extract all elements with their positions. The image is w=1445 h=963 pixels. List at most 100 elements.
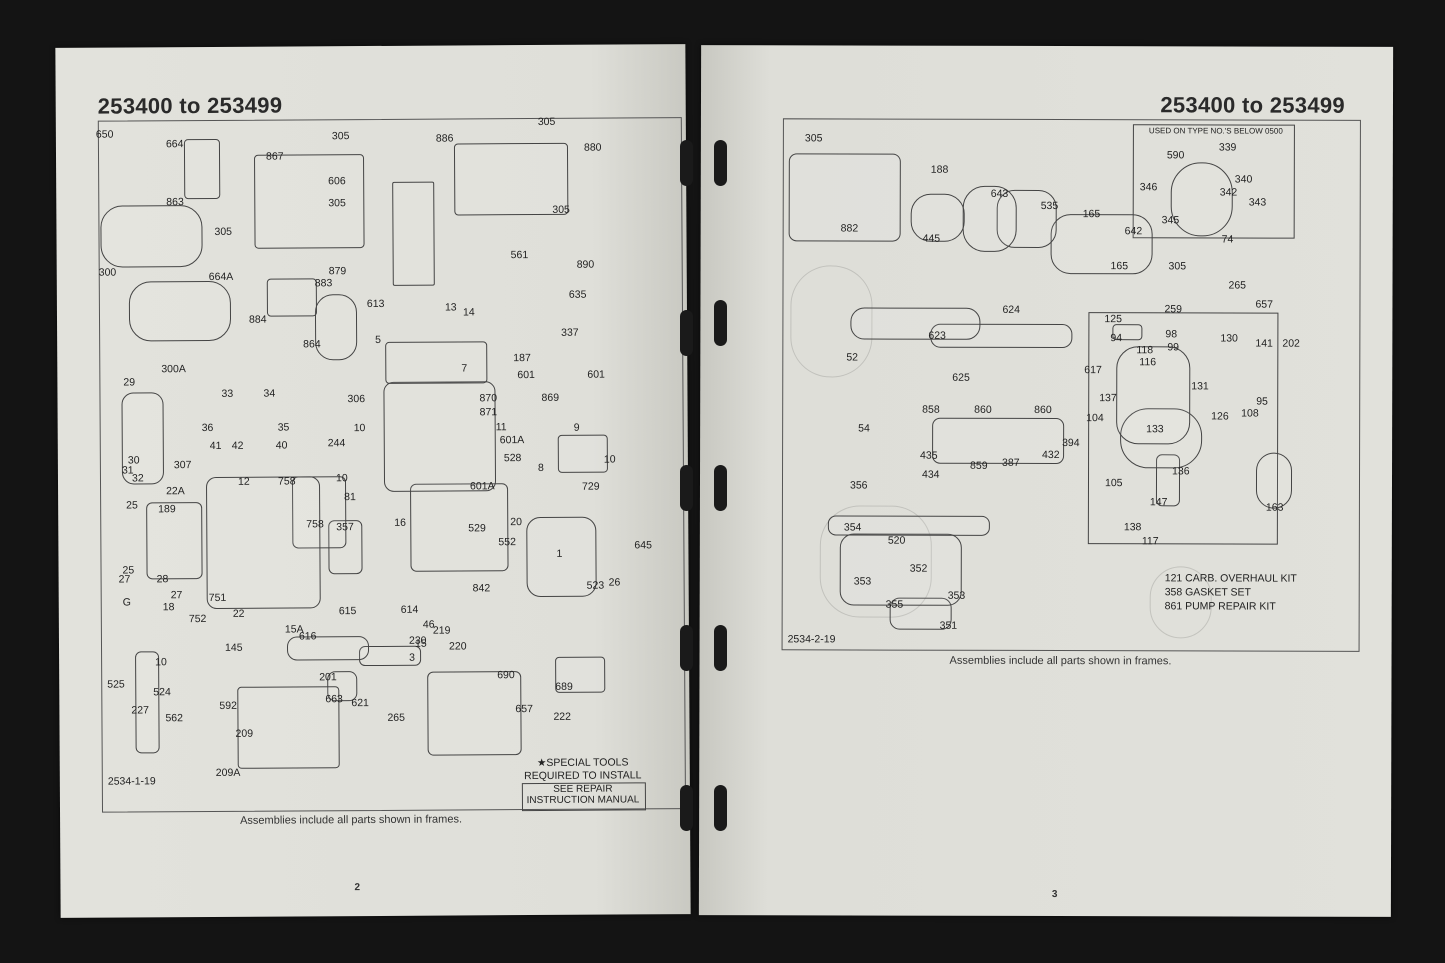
part-callout: 147 [1149, 496, 1168, 509]
part-callout: 858 [922, 403, 940, 416]
part-callout: 355 [885, 598, 904, 611]
part-callout: 209 [235, 727, 254, 740]
part-callout: 20 [510, 516, 522, 529]
binder-hole [680, 140, 693, 186]
part-callout: 351 [939, 619, 958, 632]
part-callout: 860 [974, 403, 992, 416]
part-callout: 125 [1104, 313, 1122, 326]
part-callout: 562 [165, 712, 184, 725]
part-callout: 387 [1002, 456, 1020, 469]
part-callout: 758 [277, 475, 296, 488]
part-callout: 41 [209, 439, 222, 452]
part-callout: 434 [922, 468, 940, 481]
part-drawing [266, 278, 317, 317]
part-callout: 10 [335, 472, 348, 485]
part-callout: 615 [338, 605, 357, 618]
part-callout: 137 [1099, 392, 1117, 405]
part-callout: 337 [561, 326, 579, 339]
part-callout: 12 [237, 475, 250, 488]
part-callout: 95 [1256, 395, 1268, 408]
part-callout: 305 [552, 203, 570, 216]
part-callout: 219 [432, 624, 451, 637]
part-callout: 356 [849, 479, 868, 492]
part-drawing [1050, 214, 1153, 275]
part-callout: 524 [153, 686, 171, 699]
part-drawing [254, 154, 365, 249]
part-callout: 592 [219, 699, 237, 712]
part-callout: 529 [468, 522, 486, 535]
kit-pump-repair: 861 PUMP REPAIR KIT [1164, 600, 1276, 613]
part-callout: 616 [298, 630, 317, 643]
part-callout: 435 [920, 449, 938, 462]
part-callout: 890 [576, 258, 595, 271]
part-callout: 187 [513, 352, 531, 365]
part-callout: 42 [231, 439, 244, 452]
part-callout: 18 [162, 601, 175, 614]
part-callout: 244 [327, 437, 346, 450]
part-callout: 601A [499, 434, 525, 447]
part-callout: 860 [1034, 403, 1052, 417]
part-callout: 22A [166, 485, 185, 498]
part-callout: 624 [1002, 303, 1020, 316]
part-callout: 357 [336, 521, 354, 534]
part-callout: 353 [853, 575, 872, 588]
part-callout: 305 [804, 132, 823, 145]
binder-hole [680, 310, 693, 356]
part-callout: 882 [840, 222, 859, 235]
part-callout: 81 [344, 491, 356, 504]
binder-hole [714, 465, 727, 511]
part-callout: 352 [909, 562, 928, 575]
part-callout: 867 [265, 150, 284, 163]
part-callout: 10 [155, 656, 167, 669]
part-callout: 883 [314, 277, 333, 290]
part-callout: 188 [930, 163, 949, 176]
part-callout: 265 [1228, 279, 1247, 292]
part-drawing [1170, 162, 1233, 237]
part-drawing [128, 280, 232, 342]
part-drawing [392, 181, 435, 286]
part-callout: 863 [166, 196, 184, 209]
part-callout: 189 [158, 503, 176, 516]
part-drawing [1255, 452, 1293, 509]
part-callout: 884 [248, 313, 267, 326]
part-callout: 614 [400, 603, 419, 616]
part-callout: 94 [1110, 332, 1123, 345]
part-drawing [100, 205, 203, 268]
part-callout: 8 [537, 461, 544, 474]
page-title: 253400 to 253499 [1160, 92, 1346, 118]
assemblies-caption: Assemblies include all parts shown in fr… [949, 654, 1172, 668]
part-callout: 141 [1255, 337, 1273, 350]
part-drawing [850, 307, 981, 340]
part-callout: 13 [444, 301, 457, 314]
part-callout: 227 [131, 704, 149, 717]
part-callout: 859 [970, 459, 988, 472]
part-callout: 209A [215, 766, 241, 779]
part-callout: 305 [214, 225, 233, 238]
part-callout: 305 [1168, 260, 1187, 273]
part-callout: G [122, 596, 131, 609]
part-callout: 28 [156, 573, 169, 586]
part-callout: 635 [568, 288, 587, 301]
binder-hole [714, 625, 727, 671]
part-callout: 98 [1165, 328, 1178, 341]
part-callout: 346 [1139, 181, 1158, 194]
part-callout: 657 [1255, 298, 1274, 311]
part-callout: 26 [608, 576, 621, 589]
part-callout: 99 [1167, 341, 1180, 354]
binder-hole [714, 300, 727, 346]
part-callout: 33 [221, 387, 234, 400]
part-callout: 14 [462, 306, 475, 319]
part-callout: 394 [1062, 437, 1080, 450]
part-drawing [453, 142, 569, 216]
kit-carb-overhaul: 121 CARB. OVERHAUL KIT [1164, 572, 1297, 585]
part-callout: 342 [1219, 186, 1238, 199]
part-callout: 657 [515, 703, 533, 716]
part-callout: 202 [1282, 337, 1300, 350]
part-callout: 118 [1136, 344, 1154, 357]
assemblies-caption: Assemblies include all parts shown in fr… [240, 813, 463, 827]
binder-hole [714, 785, 727, 831]
part-callout: 535 [1040, 199, 1059, 213]
see-manual-note: SEE REPAIR INSTRUCTION MANUAL [526, 783, 640, 807]
